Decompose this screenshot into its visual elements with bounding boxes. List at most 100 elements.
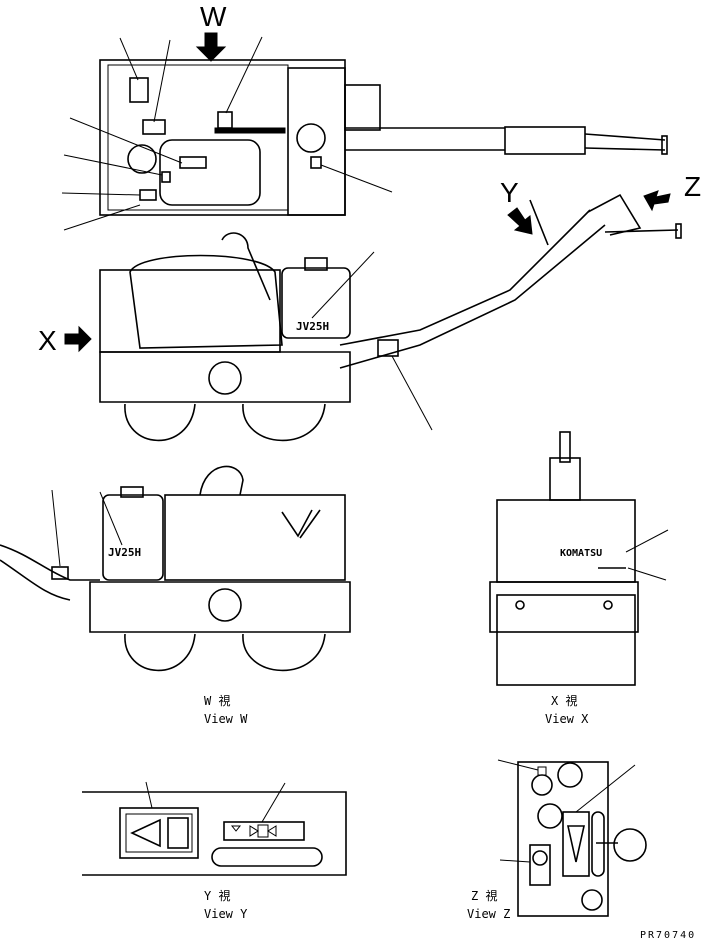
arrow-x-label: X: [38, 325, 57, 356]
view-z-caption: View Z: [467, 907, 510, 921]
view-x-jp-caption: X 視: [551, 693, 577, 708]
engine-cover-w: [164, 494, 346, 581]
x-upper-block: [549, 457, 581, 501]
view-x: KOMATSU X 視 View X: [489, 431, 669, 726]
model-decal-side: JV25H: [296, 320, 329, 333]
z-hole-3: [581, 889, 603, 911]
z-lever-decal: [562, 811, 590, 877]
leader-line: [625, 529, 669, 553]
view-x-caption: View X: [545, 712, 589, 726]
z-hole-1: [557, 762, 583, 788]
handle-lower-edge: [339, 224, 606, 369]
x-bolt-left: [515, 600, 525, 610]
handle-lever: [604, 229, 679, 233]
y-panel: [82, 791, 347, 876]
x-body: [496, 499, 636, 583]
decal-6: [139, 189, 157, 201]
top-rail: [214, 127, 286, 134]
leader-line: [51, 489, 61, 567]
tank-cap: [304, 257, 328, 271]
brand-decal-x: KOMATSU: [560, 548, 602, 559]
top-side-box: [344, 84, 381, 131]
leader-line: [69, 117, 183, 164]
z-hole-2: [537, 803, 563, 829]
arrow-x-icon: [64, 325, 92, 353]
top-inner-frame: [107, 64, 289, 211]
reverse-triangle-icon: [130, 818, 161, 848]
top-handle-knob: [661, 135, 668, 155]
leader-line: [153, 39, 171, 123]
view-y-caption: View Y: [204, 907, 248, 921]
handle-grip-frame: [587, 193, 642, 236]
z-panel: [517, 761, 609, 917]
x-top-post: [559, 431, 571, 463]
decal-3: [217, 111, 233, 129]
z-lever-slot: [591, 811, 605, 877]
engine-body: [129, 254, 283, 349]
tank-cap-w: [120, 486, 144, 498]
leader-line: [61, 192, 141, 196]
leader-line: [497, 759, 539, 771]
top-engine-block: [159, 139, 261, 206]
leader-line: [145, 781, 153, 809]
view-w-side: JV25H W 視 View W: [0, 465, 351, 726]
top-frame: [99, 59, 346, 216]
leader-line: [119, 37, 139, 81]
roller-rear: [242, 403, 326, 442]
top-handle-bar: [584, 133, 666, 151]
x-bumper: [489, 581, 639, 633]
y-decal-inner: [125, 813, 193, 853]
arrow-w-label: W: [200, 1, 227, 32]
leader-line: [63, 204, 141, 231]
fuel-tank-w: [102, 494, 164, 581]
arrow-y-label: Y: [500, 177, 519, 208]
arrow-z-icon: [643, 190, 671, 212]
handle-stub: [0, 544, 100, 581]
lifting-hook: [221, 232, 271, 301]
direction-arrows-icon: [230, 825, 277, 837]
view-w-top-plan: W: [61, 1, 668, 231]
leader-line: [575, 764, 636, 813]
view-z: Z 視 View Z: [467, 759, 647, 921]
y-decal-box: [167, 817, 189, 849]
neutral-box: [257, 824, 269, 838]
frame-hole-w: [208, 588, 242, 622]
arrow-w-icon: [195, 32, 227, 62]
top-filter-circle: [127, 144, 157, 174]
top-handle-grip: [504, 126, 586, 155]
roller-rear-w: [242, 633, 326, 672]
model-decal-w: JV25H: [108, 546, 141, 559]
brand-mark-w: [281, 509, 321, 539]
decal-7: [310, 156, 322, 169]
arrow-z-label: Z: [684, 171, 701, 202]
drawing-code: PR70740: [640, 930, 696, 941]
decal-5: [161, 171, 171, 183]
z-down-triangle-icon: [567, 825, 585, 863]
y-decal-frame: [119, 807, 199, 859]
decal-w-handle: [51, 566, 69, 580]
base-frame-w: [89, 581, 351, 633]
decal-side-handle: [377, 339, 399, 357]
leader-line: [261, 782, 286, 823]
decal-1: [129, 77, 149, 103]
leader-line: [311, 251, 375, 319]
view-z-jp-caption: Z 視: [471, 888, 497, 903]
leader-line: [99, 491, 123, 546]
leader-line: [391, 355, 433, 431]
z-small-decal: [537, 766, 547, 776]
fuel-tank: [281, 267, 351, 339]
view-y-jp-caption: Y 視: [204, 888, 230, 903]
leader-line: [225, 36, 263, 114]
roller-front-w: [124, 633, 196, 672]
leader-line: [63, 154, 163, 176]
z-hex-fitting-lower: [532, 850, 548, 866]
z-hex-fitting: [531, 774, 553, 796]
handle-upper-edge: [339, 209, 591, 346]
handle-linkage: [529, 199, 549, 246]
frame-hole: [208, 361, 242, 395]
x-roller: [496, 594, 636, 686]
leader-line: [499, 859, 531, 863]
roller-front: [124, 403, 196, 442]
side-view: X Y Z JV25H: [38, 171, 701, 442]
